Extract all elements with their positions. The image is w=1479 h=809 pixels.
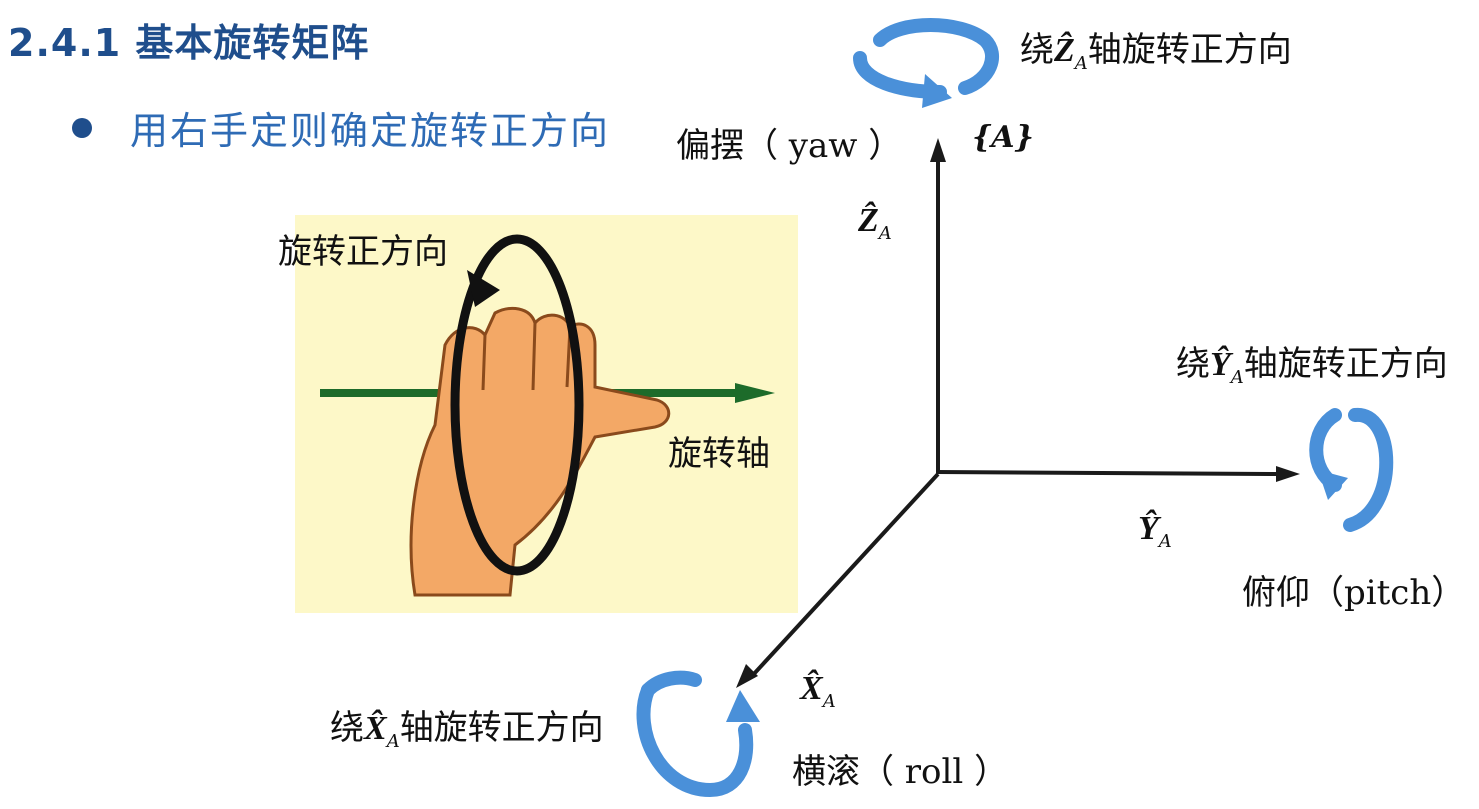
roll-rotation-arrow-icon bbox=[636, 670, 760, 798]
z-axis-arrow bbox=[930, 138, 946, 473]
rotation-axis-label: 旋转轴 bbox=[668, 434, 770, 474]
yaw-label: 偏摆（ yaw ） bbox=[676, 126, 903, 166]
x-axis-symbol: X̂A bbox=[800, 670, 836, 712]
slide-title: 2.4.1 基本旋转矩阵 bbox=[8, 21, 370, 65]
y-axis-arrow bbox=[935, 466, 1300, 482]
pitch-label: 俯仰（pitch） bbox=[1242, 573, 1466, 613]
y-rotation-caption: 绕ŶA轴旋转正方向 bbox=[1176, 344, 1448, 388]
frame-name-label: {A} bbox=[972, 120, 1034, 155]
x-axis-arrow bbox=[736, 472, 940, 688]
x-rotation-caption: 绕X̂A轴旋转正方向 bbox=[330, 708, 604, 752]
z-rotation-caption: 绕ẐA轴旋转正方向 bbox=[1020, 30, 1292, 74]
z-axis-symbol: ẐA bbox=[858, 202, 892, 244]
rotation-direction-label: 旋转正方向 bbox=[278, 232, 448, 272]
roll-label: 横滚（ roll ） bbox=[792, 752, 1009, 792]
right-hand-icon bbox=[320, 234, 775, 597]
bullet-item: 用右手定则确定旋转正方向 bbox=[72, 100, 610, 155]
yaw-rotation-arrow-icon bbox=[853, 18, 1000, 108]
bullet-text: 用右手定则确定旋转正方向 bbox=[130, 109, 611, 153]
y-axis-symbol: ŶA bbox=[1138, 510, 1172, 552]
bullet-dot-icon bbox=[72, 117, 92, 138]
hand-rule-panel bbox=[295, 215, 798, 613]
pitch-rotation-arrow-icon bbox=[1309, 407, 1394, 532]
